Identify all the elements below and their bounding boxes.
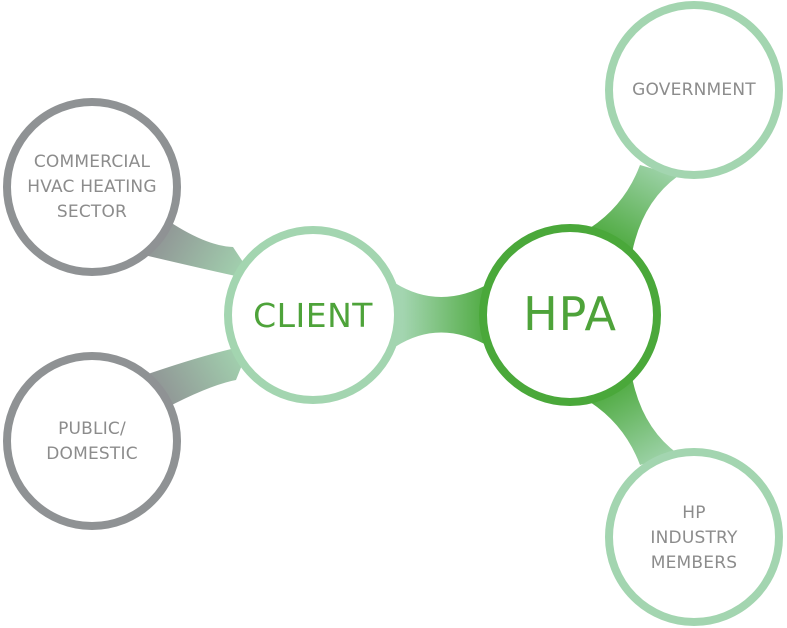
client-node-circle	[224, 226, 402, 404]
hpa-node-circle	[479, 224, 661, 406]
connector-client-hpa	[395, 283, 490, 347]
connector-public-client	[145, 345, 250, 408]
connector-commercial-client	[144, 218, 255, 280]
commercial-node-circle	[3, 98, 181, 276]
public-node-circle	[3, 352, 181, 530]
government-node-circle	[605, 1, 783, 179]
members-node-circle	[605, 448, 783, 626]
